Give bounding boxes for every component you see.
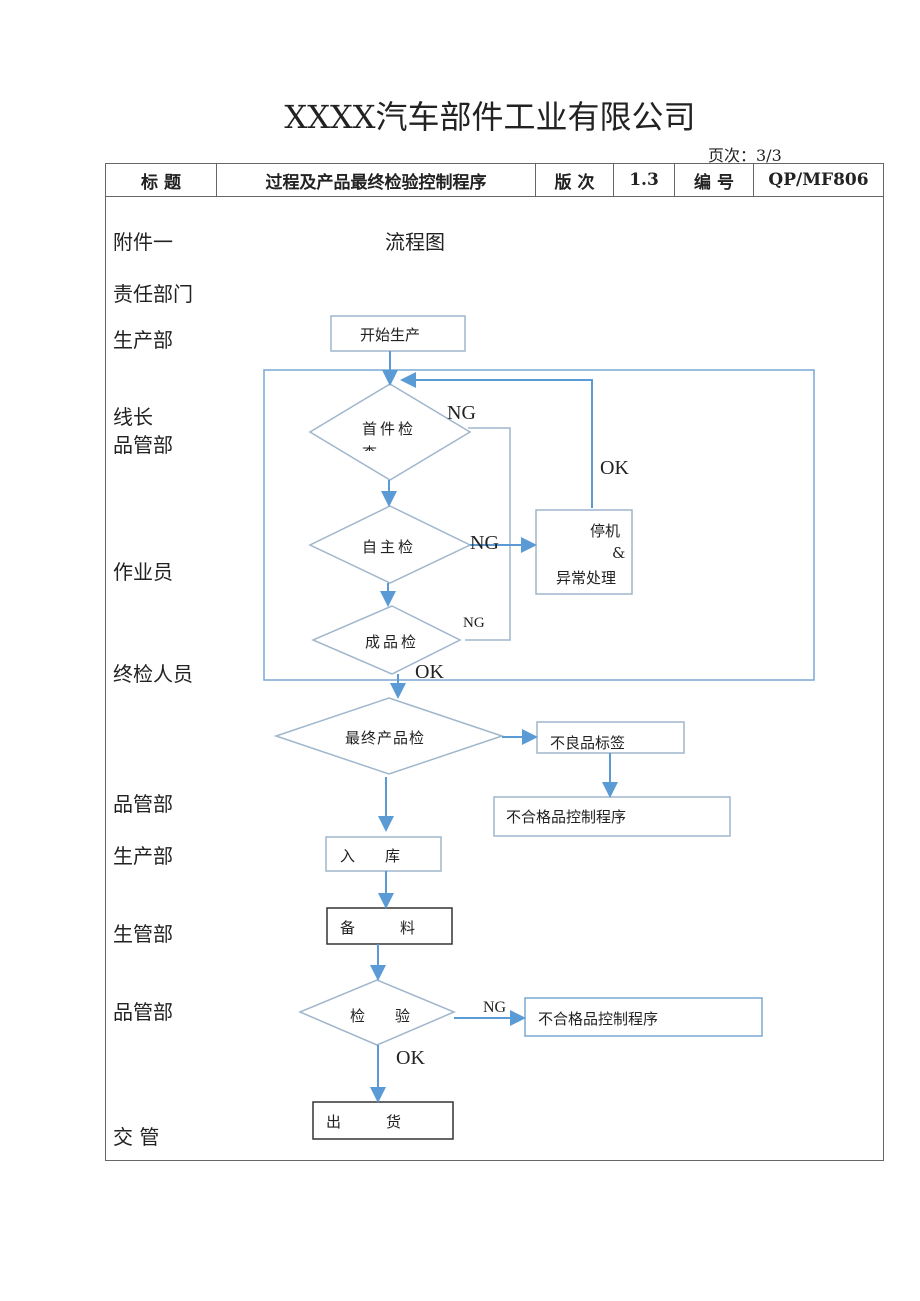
loop-frame bbox=[263, 369, 815, 681]
self-check-diamond bbox=[308, 505, 472, 584]
final-check-text: 最终产品检 bbox=[345, 729, 426, 747]
ok-label: OK bbox=[600, 457, 629, 479]
first-check-text: 首件检 bbox=[362, 420, 417, 438]
first-check-text-cut: 查 bbox=[362, 442, 377, 451]
start-box bbox=[330, 315, 466, 352]
dept-header: 责任部门 bbox=[113, 282, 193, 306]
nc-proc1-text: 不合格品控制程序 bbox=[506, 808, 627, 826]
stop-amp: & bbox=[612, 544, 626, 562]
dept-production-control: 生管部 bbox=[113, 922, 173, 946]
ng-label: NG bbox=[463, 615, 485, 631]
ng-label: NG bbox=[470, 532, 499, 554]
company-title: XXXX汽车部件工业有限公司 bbox=[284, 98, 696, 136]
code-label: 编 号 bbox=[675, 164, 754, 196]
prep-text: 备 料 bbox=[340, 919, 416, 937]
ok-return-arrow bbox=[400, 372, 593, 508]
version-label: 版 次 bbox=[536, 164, 614, 196]
nc-proc2-text: 不合格品控制程序 bbox=[538, 1010, 659, 1028]
storage-text: 入 库 bbox=[340, 847, 401, 865]
code-value: QP/MF806 bbox=[768, 170, 869, 190]
ship-text: 出 货 bbox=[326, 1113, 402, 1131]
stop-text: 停机 bbox=[590, 522, 621, 540]
inspect-text: 检 验 bbox=[350, 1007, 411, 1025]
final-check-diamond bbox=[273, 697, 505, 775]
ok-label: OK bbox=[415, 661, 444, 683]
dept-operator: 作业员 bbox=[113, 560, 173, 584]
dept-final-inspector: 终检人员 bbox=[113, 662, 193, 686]
ng-label: NG bbox=[447, 402, 476, 424]
product-check-text: 成品检 bbox=[365, 633, 420, 651]
self-check-text: 自主检 bbox=[362, 538, 417, 556]
dept-quality: 品管部 bbox=[113, 792, 173, 816]
diagram-title: 流程图 bbox=[385, 230, 445, 254]
dept-delivery: 交 管 bbox=[113, 1125, 160, 1149]
dept-production: 生产部 bbox=[113, 844, 173, 868]
ng-label: NG bbox=[483, 999, 507, 1016]
dept-quality: 品管部 bbox=[113, 1000, 173, 1024]
page-number: 页次：3/3 bbox=[708, 146, 782, 165]
product-check-diamond bbox=[311, 605, 462, 675]
version-value: 1.3 bbox=[614, 164, 675, 196]
dept-quality: 品管部 bbox=[113, 433, 173, 457]
dept-line-lead: 线长 bbox=[113, 405, 153, 429]
content-box bbox=[105, 196, 884, 1161]
title-value: 过程及产品最终检验控制程序 bbox=[217, 164, 536, 196]
title-label: 标 题 bbox=[106, 164, 217, 196]
storage-box bbox=[325, 836, 442, 872]
attachment-label: 附件一 bbox=[113, 230, 173, 254]
ok-label: OK bbox=[396, 1047, 425, 1069]
ng-line bbox=[465, 427, 511, 641]
dept-production: 生产部 bbox=[113, 328, 173, 352]
start-text: 开始生产 bbox=[360, 326, 421, 344]
abnormal-text: 异常处理 bbox=[556, 569, 617, 587]
bad-label-text: 不良品标签 bbox=[550, 734, 626, 752]
